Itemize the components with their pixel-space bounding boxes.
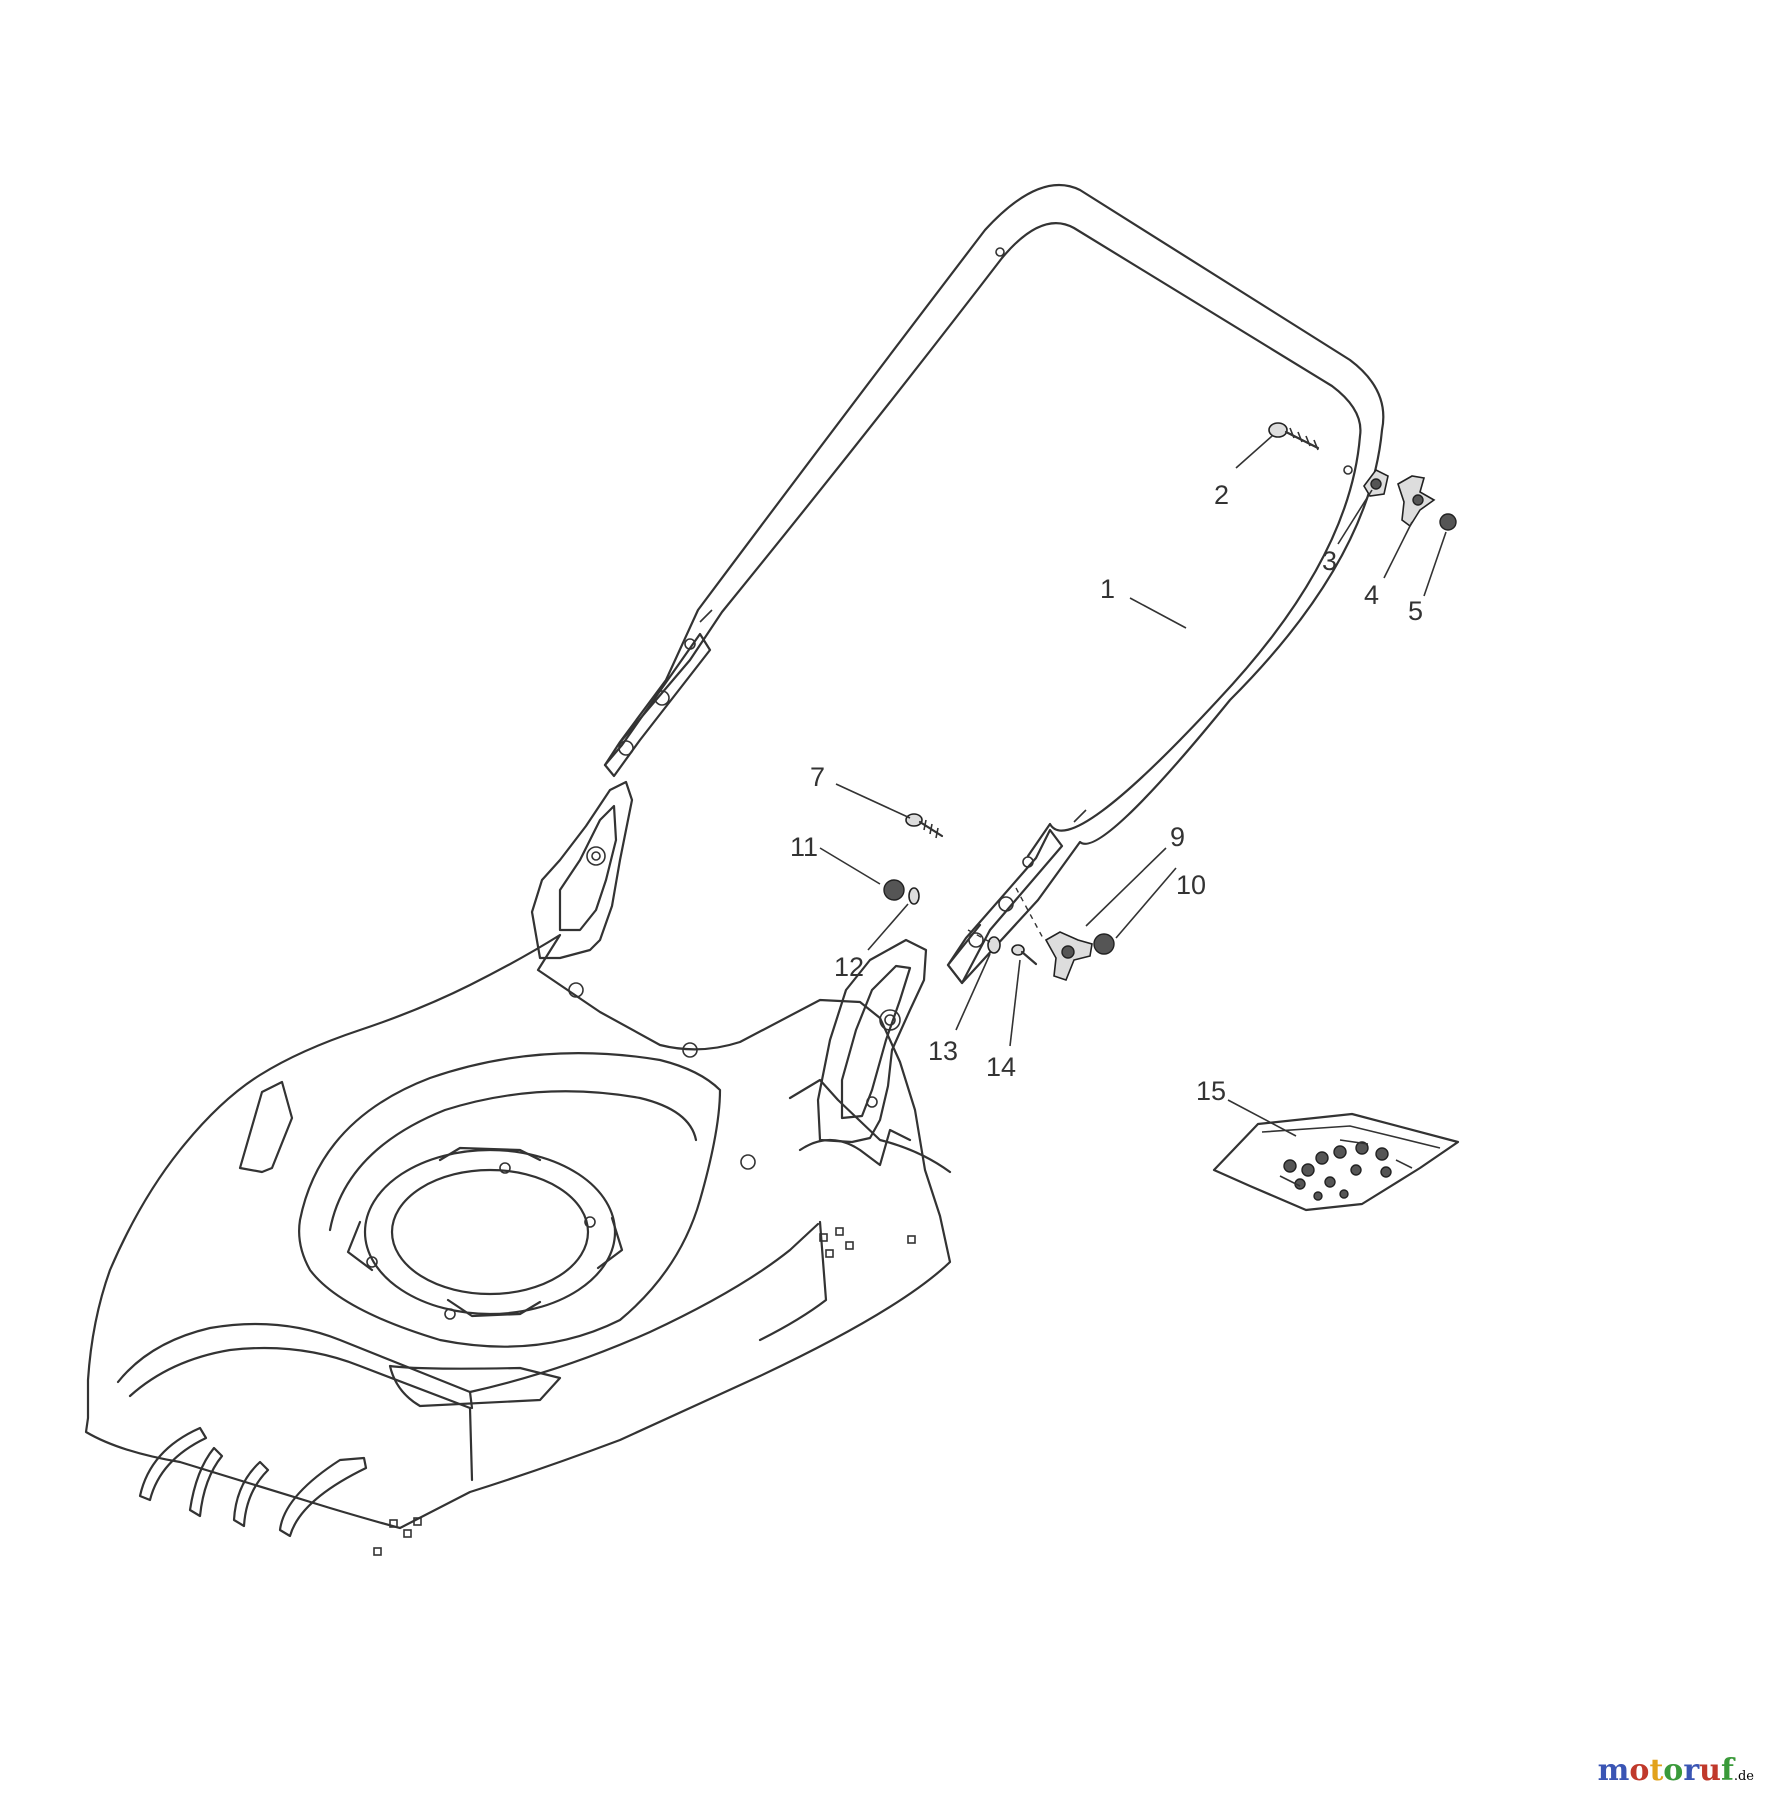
part-5-nut <box>1439 513 1457 531</box>
callout-13: 13 <box>928 1036 958 1066</box>
part-14-bolt <box>1011 944 1038 966</box>
part-2-bolt <box>1268 422 1320 451</box>
mower-deck <box>84 780 952 1556</box>
callout-1: 1 <box>1100 574 1115 604</box>
part-4-knob <box>1397 475 1436 528</box>
leader-lines <box>819 435 1447 1137</box>
part-12-washer <box>908 887 920 905</box>
callout-11: 11 <box>790 832 818 862</box>
callout-labels: 1 2 3 4 5 7 9 10 11 12 13 14 15 <box>790 480 1423 1106</box>
callout-2: 2 <box>1214 480 1229 510</box>
part-3-washer <box>1363 468 1389 497</box>
part-13-washer <box>987 936 1001 954</box>
part-11-nut <box>883 879 905 901</box>
part-10-nut <box>1093 933 1115 955</box>
callout-4: 4 <box>1364 580 1379 610</box>
assembly-line <box>967 887 1045 943</box>
callout-15: 15 <box>1196 1076 1226 1106</box>
callout-9: 9 <box>1170 822 1185 852</box>
motoruf-watermark-logo: motoruf.de <box>1598 1753 1754 1788</box>
callout-12: 12 <box>834 952 864 982</box>
callout-7: 7 <box>810 762 825 792</box>
upper-handle <box>603 183 1385 985</box>
callout-5: 5 <box>1408 596 1423 626</box>
callout-3: 3 <box>1322 546 1337 576</box>
callout-14: 14 <box>986 1052 1016 1082</box>
watermark-suffix: .de <box>1733 1769 1754 1784</box>
part-9-knob <box>1044 931 1093 981</box>
part-15-hardware-bag <box>1212 1112 1460 1212</box>
watermark-text: motoruf <box>1597 1753 1734 1788</box>
callout-10: 10 <box>1176 870 1206 900</box>
part-7-bolt <box>905 813 944 839</box>
